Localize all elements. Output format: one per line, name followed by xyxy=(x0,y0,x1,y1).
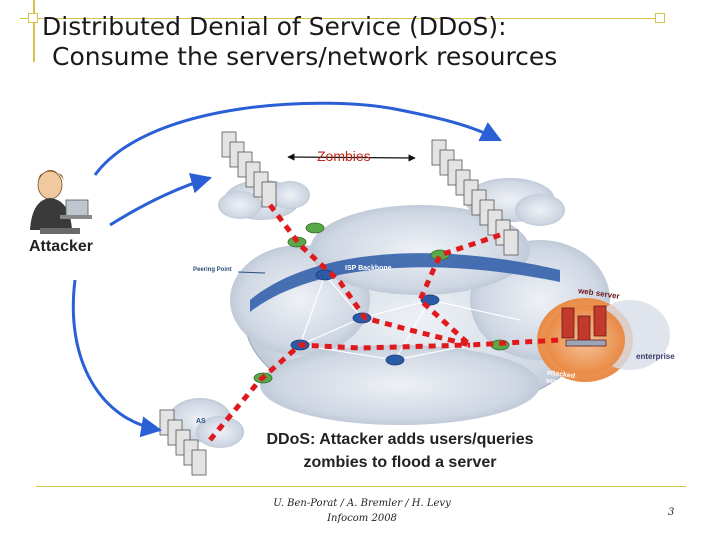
caption-line-1: DDoS: Attacker adds users/queries xyxy=(266,431,534,448)
peering-point-label: Peering Point xyxy=(193,267,232,273)
attacker-figure xyxy=(30,170,92,234)
attack-paths xyxy=(208,203,561,442)
frame-corner-square xyxy=(655,13,665,23)
title-frame-top-line xyxy=(20,18,660,19)
zombies-label: Zombies xyxy=(317,148,371,164)
slide-title: Distributed Denial of Service (DDoS): Co… xyxy=(42,12,557,72)
footer-credit: U. Ben-Porat / A. Bremler / H. Levy Info… xyxy=(262,496,462,526)
title-frame-left-line xyxy=(33,0,35,62)
caption-line-2: zombies to flood a server xyxy=(303,454,497,471)
control-arrows xyxy=(71,101,502,438)
diagram-caption: DDoS: Attacker adds users/queries zombie… xyxy=(250,428,550,474)
as-label: AS xyxy=(196,418,206,425)
frame-corner-square xyxy=(28,13,38,23)
zombies-arrow xyxy=(287,153,416,162)
footer-authors: U. Ben-Porat / A. Bremler / H. Levy xyxy=(273,498,451,509)
footer-venue: Infocom 2008 xyxy=(327,513,397,524)
as-servers xyxy=(159,409,207,476)
attacker-label: Attacker xyxy=(29,238,94,255)
core-routers xyxy=(290,269,440,366)
page-number: 3 xyxy=(668,507,675,518)
peering-point-pointer xyxy=(237,271,266,274)
zombie-servers-left xyxy=(221,131,277,208)
enterprise-label: enterprise xyxy=(636,352,675,361)
zombie-servers-right xyxy=(431,139,519,256)
isp-backbone-label: ISP Backbone xyxy=(345,265,392,272)
isp-backbone-band xyxy=(250,253,560,312)
title-line-1: Distributed Denial of Service (DDoS): xyxy=(42,12,507,41)
title-line-2: Consume the servers/network resources xyxy=(52,42,558,71)
footer-divider xyxy=(36,486,686,487)
web-server-icons xyxy=(561,305,607,347)
